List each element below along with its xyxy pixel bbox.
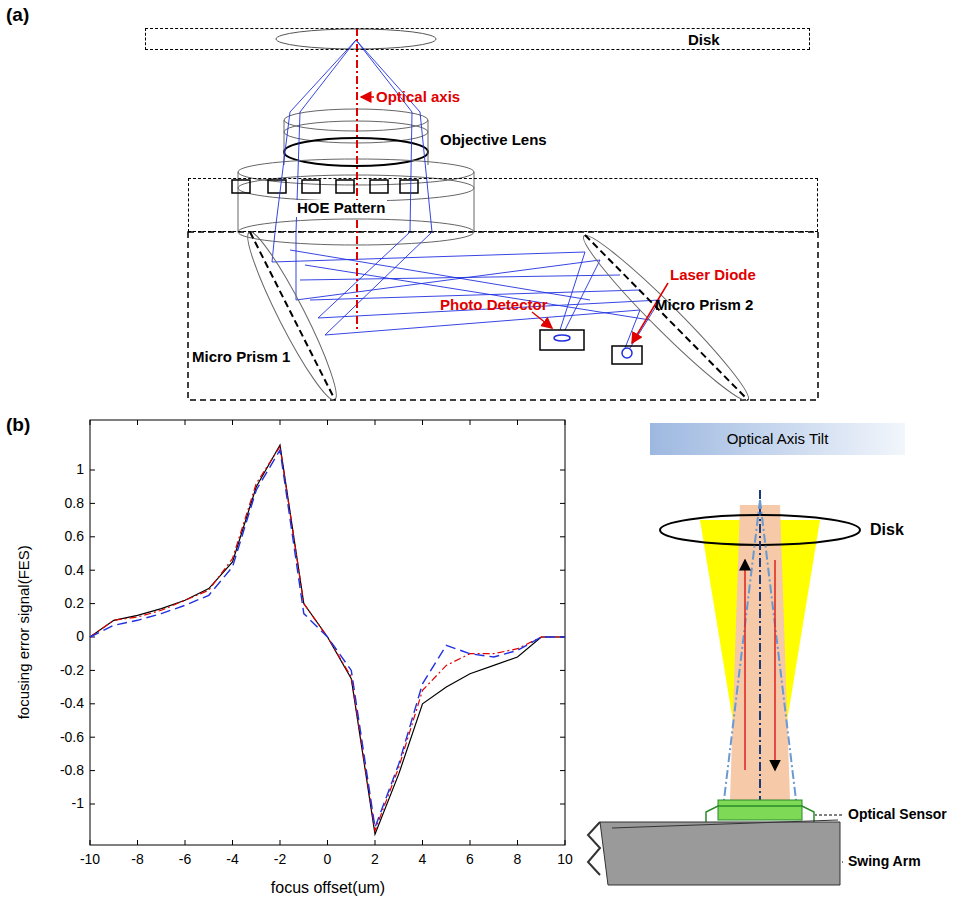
tick-label: -6 <box>179 852 191 867</box>
axis-label: focusing error signal(FES) <box>16 545 33 719</box>
plot-frame <box>90 420 565 845</box>
tick-label: -0.8 <box>60 763 84 778</box>
part-label: Optical Sensor <box>848 807 947 822</box>
tick-label: -1 <box>72 796 84 811</box>
tilt-schematic <box>588 490 860 885</box>
node-text: Optical Axis Tilt <box>725 431 831 448</box>
tick-label: 0 <box>76 629 84 644</box>
hoe-pattern <box>232 180 418 193</box>
title-band: Optical Axis Tilt <box>650 423 905 455</box>
tick-label: 0 <box>324 852 332 867</box>
tick-label: 8 <box>514 852 522 867</box>
tick-label: -4 <box>226 852 238 867</box>
tick-label: 1 <box>76 462 84 477</box>
tick-label: 2 <box>371 852 379 867</box>
fes-curve <box>90 447 565 831</box>
tick-label: 0.4 <box>65 563 84 578</box>
tick-label: -0.6 <box>60 730 84 745</box>
part-label: Optical axis <box>376 89 460 106</box>
part-label: Micro Prism 1 <box>192 349 290 366</box>
part-label: Laser Diode <box>670 267 756 284</box>
fes-curves <box>90 445 565 834</box>
node-text: HOE Pattern <box>295 200 387 217</box>
axis-ticks <box>90 420 565 845</box>
part-label: Micro Prism 2 <box>655 297 753 314</box>
part-label: Photo Detector <box>440 297 548 314</box>
detector-laser <box>540 330 642 364</box>
dashed-region: Disk <box>145 28 810 50</box>
dashed-region: HOE Pattern <box>188 178 818 232</box>
tick-label: 0.8 <box>65 496 84 511</box>
part-label: Objective Lens <box>440 132 547 149</box>
leader-line <box>532 312 552 328</box>
micro-prism <box>238 226 757 409</box>
axis-label: focus offset(um) <box>271 879 385 897</box>
leader-line <box>632 283 668 343</box>
fes-curve <box>90 445 565 834</box>
tick-label: 10 <box>557 852 573 867</box>
tick-label: 4 <box>419 852 427 867</box>
leader-line <box>361 96 374 98</box>
light-rays <box>272 40 660 348</box>
tick-label: 0.6 <box>65 529 84 544</box>
part-label: Swing Arm <box>848 854 921 869</box>
module-outline <box>188 232 818 400</box>
part-label: (b) <box>6 415 30 436</box>
tick-label: -2 <box>274 852 286 867</box>
tick-label: -8 <box>131 852 143 867</box>
tick-label: 6 <box>466 852 474 867</box>
tick-label: -10 <box>80 852 100 867</box>
fes-curve <box>90 450 565 827</box>
tick-label: -0.2 <box>60 663 84 678</box>
part-label: (a) <box>6 5 29 26</box>
node-text: Disk <box>686 32 722 49</box>
tick-label: -0.4 <box>60 696 84 711</box>
tick-label: 0.2 <box>65 596 84 611</box>
part-label: Disk <box>870 521 904 539</box>
optical-axis <box>356 28 358 330</box>
